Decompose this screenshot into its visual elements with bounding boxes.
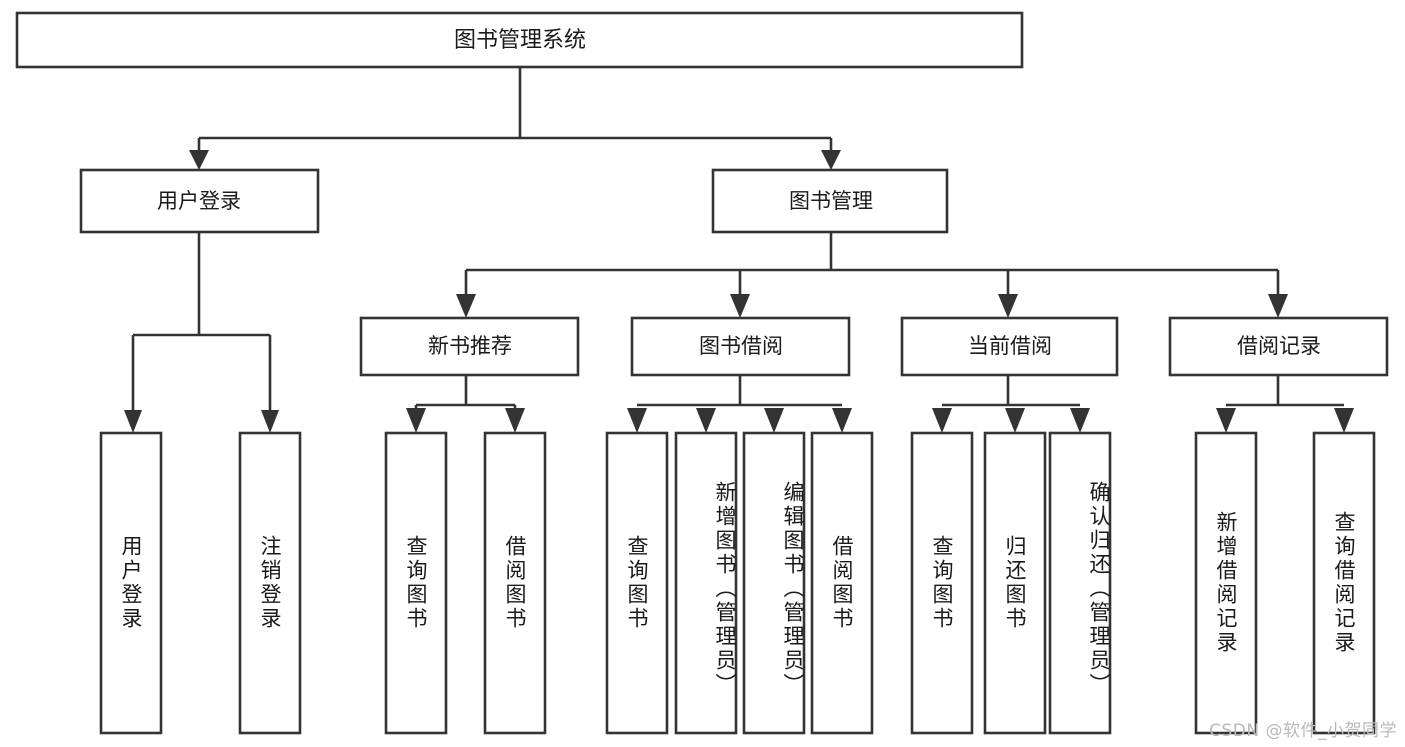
arrow-head-book-borrow bbox=[730, 294, 750, 318]
node-label-current-borrow: 当前借阅 bbox=[968, 334, 1052, 358]
connector-group-user-login bbox=[124, 232, 279, 433]
node-box-query-borrow-record[interactable] bbox=[1312, 431, 1376, 735]
node-label-new-book-recommend: 新书推荐 bbox=[428, 334, 512, 358]
node-box-new-book-recommend[interactable] bbox=[359, 316, 580, 377]
arrow-head-add-book-admin bbox=[696, 408, 716, 433]
arrow-head-return-book bbox=[1005, 408, 1025, 433]
arrow-head-user-logout bbox=[261, 410, 279, 433]
node-label-book-borrow: 图书借阅 bbox=[699, 334, 783, 358]
connector-group-borrow-records bbox=[1216, 375, 1354, 433]
node-box-user-login[interactable] bbox=[79, 168, 320, 234]
node-label-user-login: 用户登录 bbox=[157, 189, 241, 213]
arrow-head-confirm-return-admin bbox=[1070, 408, 1090, 433]
arrow-head-new-book-recommend bbox=[456, 294, 476, 318]
arrow-head-book-management bbox=[821, 150, 841, 170]
arrow-head-borrow-records bbox=[1268, 294, 1288, 318]
csdn-watermark: CSDN @软件_小贺同学 bbox=[1209, 721, 1397, 741]
connector-group-root bbox=[189, 67, 841, 170]
arrow-head-edit-book-admin bbox=[764, 408, 784, 433]
node-box-add-book-admin[interactable] bbox=[674, 431, 738, 735]
node-box-query-book-3[interactable] bbox=[910, 431, 974, 735]
node-box-query-book-1[interactable] bbox=[384, 431, 448, 735]
node-box-add-borrow-record[interactable] bbox=[1194, 431, 1258, 735]
arrow-head-user-login bbox=[189, 150, 209, 170]
node-box-return-book[interactable] bbox=[983, 431, 1047, 735]
node-box-edit-book-admin[interactable] bbox=[742, 431, 806, 735]
node-box-confirm-return-admin[interactable] bbox=[1048, 431, 1112, 735]
arrow-head-query-borrow-record bbox=[1334, 408, 1354, 433]
node-label-book-management: 图书管理 bbox=[789, 189, 873, 213]
node-box-borrow-records[interactable] bbox=[1168, 316, 1389, 377]
node-box-borrow-book-1[interactable] bbox=[483, 431, 547, 735]
connector-group-current-borrow bbox=[932, 375, 1090, 433]
node-box-user-login-do[interactable] bbox=[99, 431, 163, 735]
node-box-book-management[interactable] bbox=[711, 168, 949, 234]
node-box-query-book-2[interactable] bbox=[605, 431, 669, 735]
connector-group-new-book-recommend bbox=[406, 375, 525, 433]
node-box-current-borrow[interactable] bbox=[900, 316, 1119, 377]
arrow-head-query-book-2 bbox=[627, 408, 647, 433]
node-box-root[interactable] bbox=[15, 11, 1024, 69]
arrow-head-user-login-do bbox=[124, 410, 142, 433]
node-label-borrow-records: 借阅记录 bbox=[1237, 334, 1321, 358]
arrow-head-borrow-book-2 bbox=[832, 408, 852, 433]
arrow-head-query-book-3 bbox=[932, 408, 952, 433]
connector-group-book-management bbox=[456, 232, 1288, 318]
arrow-head-query-book-1 bbox=[406, 408, 426, 433]
arrow-head-borrow-book-1 bbox=[505, 408, 525, 433]
node-box-user-logout[interactable] bbox=[238, 431, 302, 735]
connector-group-book-borrow bbox=[627, 375, 852, 433]
arrow-head-add-borrow-record bbox=[1216, 408, 1236, 433]
node-label-root: 图书管理系统 bbox=[454, 28, 586, 53]
arrow-head-current-borrow bbox=[998, 294, 1018, 318]
node-box-borrow-book-2[interactable] bbox=[810, 431, 874, 735]
node-box-book-borrow[interactable] bbox=[630, 316, 851, 377]
